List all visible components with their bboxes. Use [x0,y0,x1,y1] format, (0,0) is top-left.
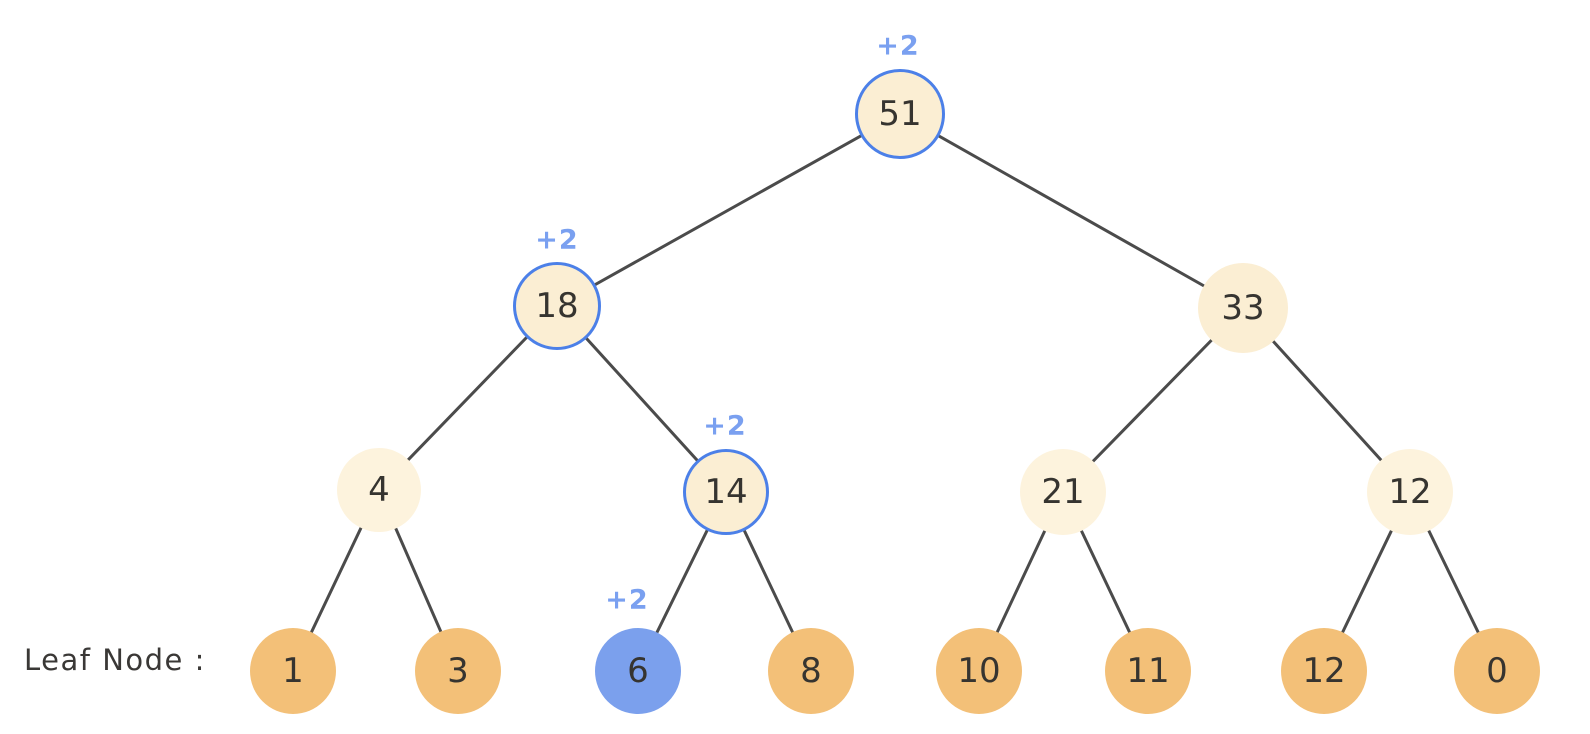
leaf-value-3: 3 [447,651,469,691]
tree-node-4: 4 [337,448,421,532]
lazy-tag-6: +2 [605,584,649,616]
leaf-node-10: 10 [936,628,1022,714]
node-value-51: 51 [878,94,922,134]
node-value-18: 18 [535,286,579,326]
node-value-14: 14 [704,472,748,512]
node-value-33: 33 [1221,288,1265,328]
tree-edge-root-l18 [555,112,902,308]
leaf-node-11: 11 [1105,628,1191,714]
leaf-node-0: 0 [1454,628,1540,714]
leaf-value-0: 0 [1486,651,1508,691]
tree-node-33: 33 [1198,263,1288,353]
leaf-node-1: 1 [250,628,336,714]
leaf-value-12: 12 [1302,651,1346,691]
tree-edge-root-r33 [898,112,1245,310]
leaf-value-11: 11 [1126,651,1170,691]
node-value-12: 12 [1388,472,1432,512]
lazy-tag-18: +2 [535,224,579,256]
node-value-21: 21 [1041,472,1085,512]
node-value-4: 4 [368,470,390,510]
tree-node-14: 14 [683,449,769,535]
leaf-node-12: 12 [1281,628,1367,714]
leaf-node-6: 6 [595,628,681,714]
leaf-node-label: Leaf Node : [24,643,206,677]
tree-node-12: 12 [1367,449,1453,535]
leaf-value-10: 10 [957,651,1001,691]
lazy-tag-51: +2 [876,30,920,62]
leaf-node-3: 3 [415,628,501,714]
leaf-value-6: 6 [627,651,649,691]
tree-node-18: 18 [513,262,601,350]
tree-node-51: 51 [855,69,945,159]
tree-node-21: 21 [1020,449,1106,535]
leaf-value-8: 8 [800,651,822,691]
leaf-value-1: 1 [282,651,304,691]
lazy-tag-14: +2 [703,410,747,442]
leaf-node-8: 8 [768,628,854,714]
